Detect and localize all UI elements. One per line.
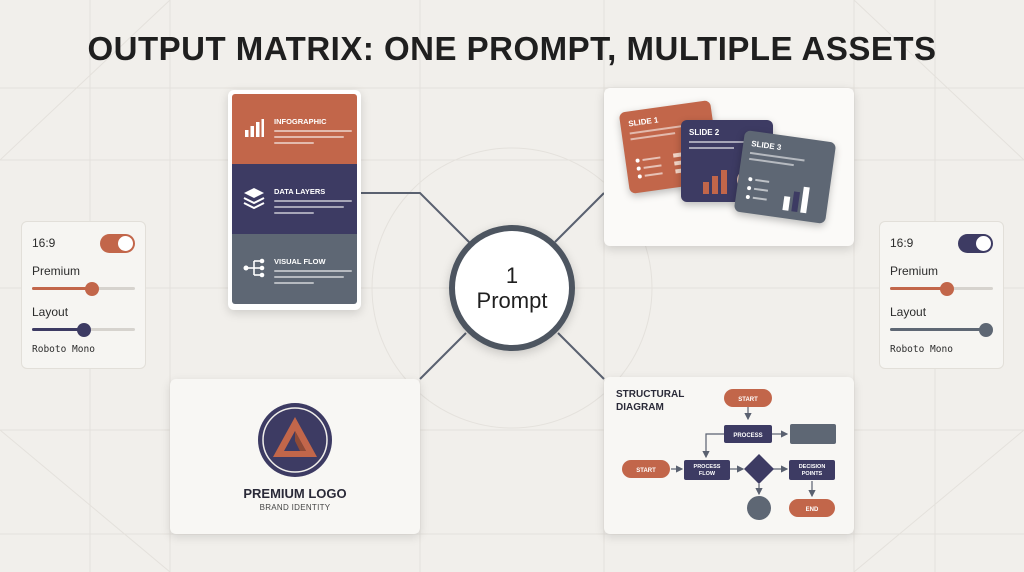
flow-decision-node (744, 454, 774, 484)
text-placeholder-line (274, 142, 314, 144)
flow-decision-points-label-line: DECISION (799, 464, 826, 470)
flow-start-node (622, 460, 670, 478)
font-name: Roboto Mono (890, 344, 953, 355)
text-placeholder-line (689, 141, 744, 143)
aspect-ratio-label: 16:9 (890, 236, 914, 250)
font-name: Roboto Mono (32, 344, 95, 355)
flow-process-flow-label-line: PROCESS (694, 464, 721, 470)
premium-slider[interactable] (32, 281, 135, 296)
prompt-hub: 1 Prompt (449, 225, 575, 351)
logo-title: PREMIUM LOGO (243, 486, 347, 501)
hub-number: 1 (505, 262, 519, 288)
text-placeholder-line (274, 136, 344, 138)
text-placeholder-line (274, 276, 344, 278)
slider-knob[interactable] (76, 323, 91, 337)
page-title: OUTPUT MATRIX: ONE PROMPT, MULTIPLE ASSE… (87, 30, 937, 67)
flow-icon (243, 258, 265, 278)
band-title: DATA LAYERS (274, 187, 326, 196)
layout-label: Layout (890, 305, 927, 319)
bar-chart-icon (245, 119, 264, 137)
flow-process-flow-label-line: FLOW (699, 471, 716, 477)
visual-flow-band: VISUAL FLOW (232, 234, 357, 304)
layout-slider[interactable] (32, 322, 135, 337)
logo-subtitle: BRAND IDENTITY (259, 503, 331, 512)
slide-title: SLIDE 2 (689, 128, 720, 137)
flow-start-node (724, 389, 772, 407)
band-title: VISUAL FLOW (274, 257, 326, 266)
layers-icon (243, 188, 265, 210)
aspect-ratio-toggle[interactable] (958, 233, 993, 253)
flow-decision-points-node (789, 460, 835, 480)
flow-decision-points-label-line: POINTS (802, 471, 823, 477)
slide-thumbnail: SLIDE 3 (733, 129, 837, 225)
layout-slider[interactable] (890, 322, 993, 337)
text-placeholder-line (274, 270, 352, 272)
text-placeholder-line (274, 206, 344, 208)
aspect-ratio-label: 16:9 (32, 236, 56, 250)
triangle-logo-icon (258, 403, 332, 477)
flow-blank-node (790, 424, 836, 444)
flow-start-label: START (738, 397, 758, 403)
slider-knob[interactable] (939, 282, 954, 296)
slider-knob[interactable] (84, 282, 99, 296)
text-placeholder-line (689, 147, 734, 149)
slider-knob[interactable] (978, 323, 993, 337)
logo-card: PREMIUM LOGO BRAND IDENTITY (170, 379, 420, 534)
infographic-band: INFOGRAPHIC (232, 94, 357, 164)
text-placeholder-line (274, 200, 352, 202)
text-placeholder-line (274, 282, 314, 284)
data-layers-band: DATA LAYERS (232, 164, 357, 234)
premium-slider[interactable] (890, 281, 993, 296)
text-placeholder-line (274, 130, 352, 132)
diagram-title: STRUCTURAL DIAGRAM (616, 389, 685, 413)
flow-end-label: END (806, 507, 819, 513)
flow-terminal-node (747, 496, 771, 520)
flow-process-label: PROCESS (733, 433, 762, 439)
flow-process-node (724, 425, 772, 443)
hub-label: Prompt (476, 288, 548, 313)
layout-label: Layout (32, 305, 69, 319)
band-title: INFOGRAPHIC (274, 117, 327, 126)
slide-bar-chart (745, 177, 810, 214)
flow-end-node (789, 499, 835, 517)
premium-label: Premium (890, 264, 939, 278)
slides-card: SLIDE 1 SLIDE 2 SLIDE 3 (604, 88, 854, 246)
aspect-ratio-toggle[interactable] (100, 233, 135, 253)
flow-process-flow-node (684, 460, 730, 480)
infographic-card: INFOGRAPHIC DATA LAYERS (228, 90, 361, 310)
right-settings-panel: 16:9 Premium Layout Roboto Mono (879, 221, 1004, 369)
flow-start-label: START (636, 468, 656, 474)
left-settings-panel: 16:9 Premium Layout Roboto Mono (21, 221, 146, 369)
premium-label: Premium (32, 264, 81, 278)
text-placeholder-line (274, 212, 314, 214)
